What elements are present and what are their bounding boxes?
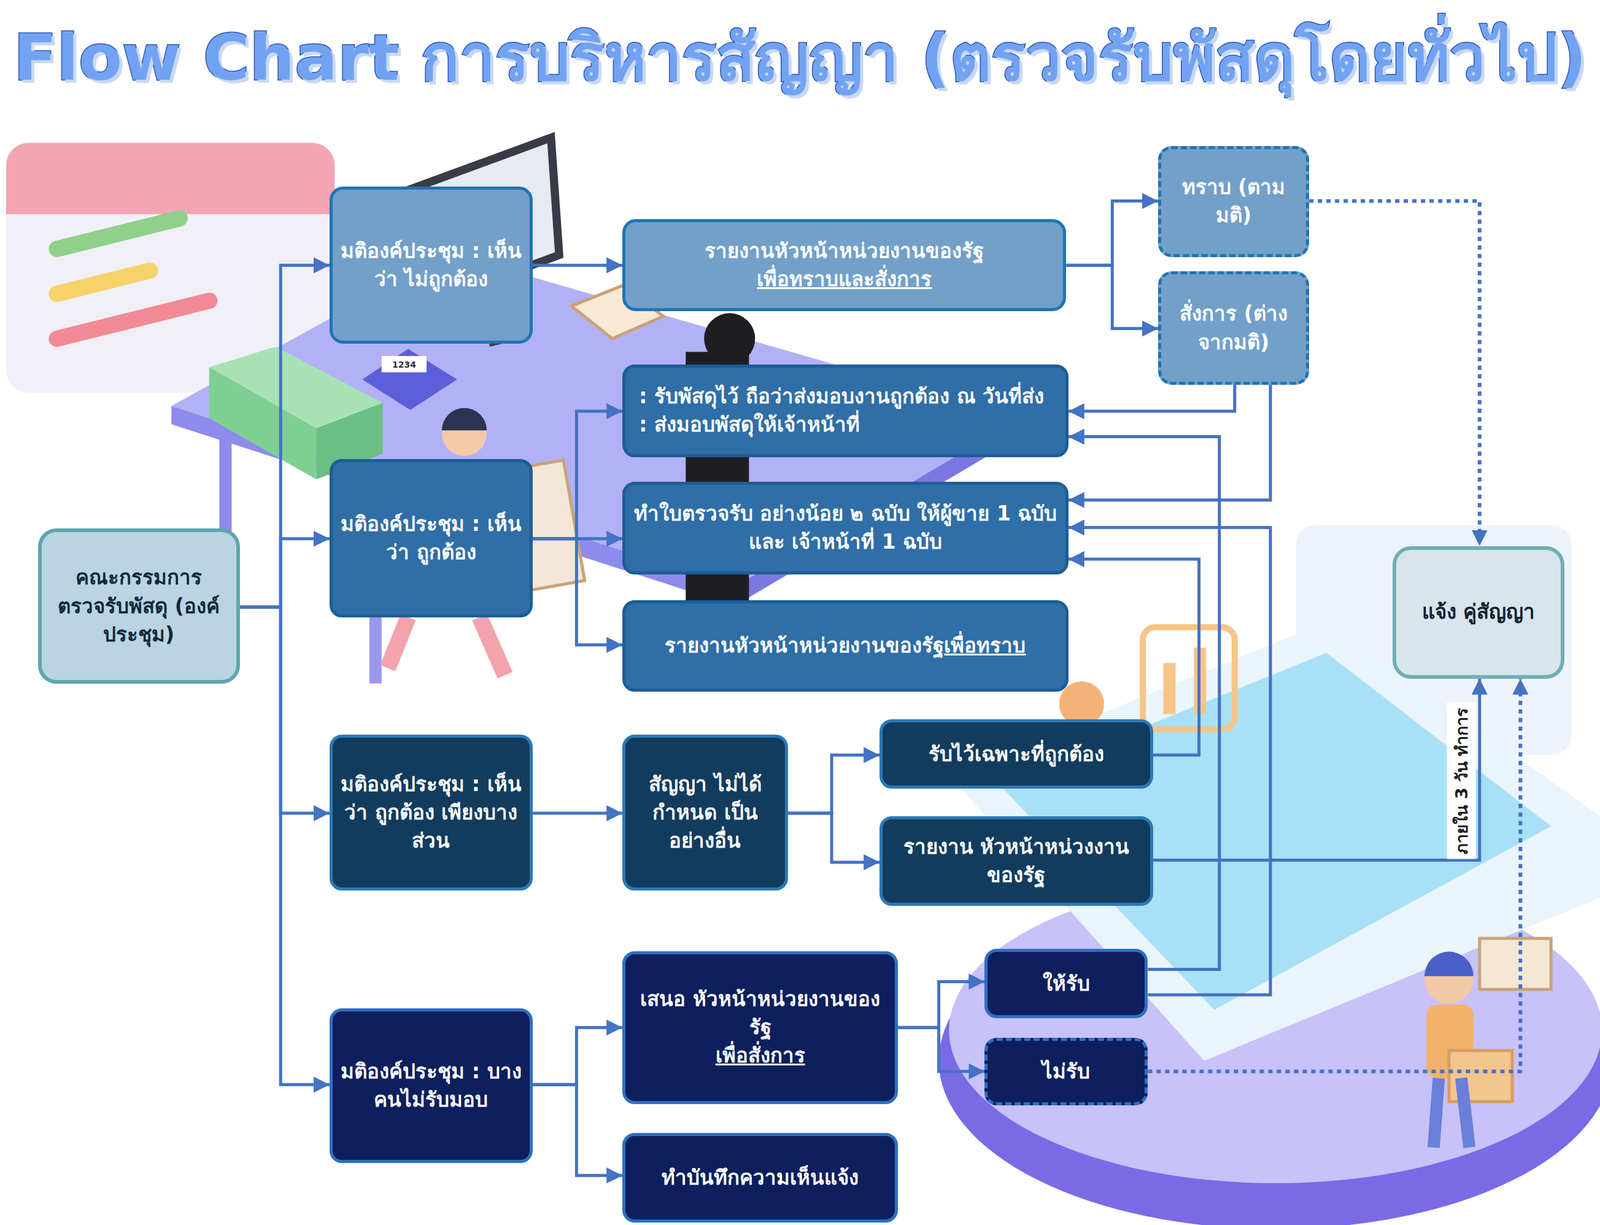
connector xyxy=(532,263,623,267)
process-box: รายงานหัวหน้าหน่วยงานของรัฐเพื่อทราบและส… xyxy=(622,219,1067,312)
desk-leg xyxy=(219,420,232,543)
option-box: ไม่รับ xyxy=(984,1037,1148,1106)
connector xyxy=(532,1027,623,1085)
node-text: เพื่อทราบและสั่งการ xyxy=(756,265,932,294)
connector xyxy=(1066,265,1159,329)
person-leg xyxy=(1461,1078,1470,1148)
node-text: คณะกรรมการ ตรวจรับพัสดุ (องค์ประชุม) xyxy=(49,563,229,649)
node-text: รับไว้เฉพาะที่ถูกต้อง xyxy=(928,740,1105,769)
process-box: ทำใบตรวจรับ อย่างน้อย ๒ ฉบับ ให้ผู้ขาย 1… xyxy=(622,481,1069,575)
bar-green xyxy=(47,208,190,259)
title: Flow Chart การบริหารสัญญา (ตรวจรับพัสดุโ… xyxy=(13,18,1587,98)
connector xyxy=(239,265,330,607)
calculator xyxy=(362,348,458,410)
decision-box: มติองค์ประชุม : เห็นว่า ถูกต้อง xyxy=(329,459,533,618)
node-text: มติองค์ประชุม : เห็นว่า ไม่ถูกต้อง xyxy=(340,236,523,294)
decision-box: มติองค์ประชุม : เห็นว่า ถูกต้อง เพียงบาง… xyxy=(329,734,533,891)
person-leg xyxy=(1433,1078,1439,1148)
connector xyxy=(788,754,881,814)
connector xyxy=(532,411,623,539)
start-box: คณะกรรมการ ตรวจรับพัสดุ (องค์ประชุม) xyxy=(38,528,240,684)
connector xyxy=(788,813,881,863)
connector xyxy=(239,538,330,607)
node-text: แจ้ง คู่สัญญา xyxy=(1422,597,1536,627)
node-text: ทำใบตรวจรับ อย่างน้อย ๒ ฉบับ ให้ผู้ขาย 1… xyxy=(632,499,1059,557)
node-text: ไม่รับ xyxy=(1042,1057,1090,1086)
node-text: มติองค์ประชุม : เห็นว่า ถูกต้อง xyxy=(340,510,523,567)
process-box: เสนอ หัวหน้าหน่วยงานของรัฐเพื่อสั่งการ xyxy=(622,951,898,1105)
node-text: รายงานหัวหน้าหน่วยงานของรัฐ xyxy=(664,631,944,660)
connector xyxy=(1309,201,1480,547)
node-text: รายงาน หัวหน้าหน่วงงานของรัฐ xyxy=(889,832,1143,890)
person-leg xyxy=(387,616,409,668)
connector xyxy=(1068,384,1235,412)
end-box: แจ้ง คู่สัญญา xyxy=(1392,546,1564,679)
node-text: สัญญา ไม่ได้กำหนด เป็นอย่างอื่น xyxy=(632,770,777,856)
node-text: สั่งการ (ต่างจากมติ) xyxy=(1168,299,1299,356)
node-text: ให้รับ xyxy=(1042,969,1090,998)
node-text: เสนอ หัวหน้าหน่วยงานของรัฐ xyxy=(632,985,888,1042)
connector xyxy=(532,538,623,646)
bar-yellow xyxy=(47,260,161,304)
connector xyxy=(239,606,330,814)
option-box: ทราบ (ตามมติ) xyxy=(1158,146,1310,258)
connector xyxy=(897,1027,985,1071)
node-text: เพื่อสั่งการ xyxy=(715,1041,806,1070)
node-text: รายงานหัวหน้าหน่วยงานของรัฐ xyxy=(704,236,984,266)
decision-box: มติองค์ประชุม : บางคนไม่รับมอบ xyxy=(329,1008,533,1164)
node-text: มติองค์ประชุม : บางคนไม่รับมอบ xyxy=(340,1057,523,1114)
decision-box: มติองค์ประชุม : เห็นว่า ไม่ถูกต้อง xyxy=(329,186,533,344)
device-display-text: 1234 xyxy=(392,359,417,370)
node-text: ทำบันทึกความเห็นแจ้ง xyxy=(661,1163,859,1192)
node-text: ทราบ (ตามมติ) xyxy=(1168,173,1299,230)
title-row: Flow Chart การบริหารสัญญา (ตรวจรับพัสดุโ… xyxy=(0,18,1600,98)
person-leg xyxy=(479,616,506,676)
edge-label: ภายใน 3 วัน ทำการ xyxy=(1446,702,1476,859)
process-box: รายงาน หัวหน้าหน่วงงานของรัฐ xyxy=(879,816,1154,906)
person-hair xyxy=(1424,951,1474,977)
chart-bar xyxy=(1163,662,1176,714)
node-text: : ส่งมอบพัสดุให้เจ้าหน้าที่ xyxy=(638,410,860,439)
connector xyxy=(1153,678,1480,861)
calculator-display xyxy=(381,355,427,373)
process-box: รับไว้เฉพาะที่ถูกต้อง xyxy=(879,719,1154,789)
connector xyxy=(239,606,330,1085)
person-hair xyxy=(441,408,487,431)
condition-box: สัญญา ไม่ได้กำหนด เป็นอย่างอื่น xyxy=(622,734,788,891)
connector xyxy=(532,811,623,816)
node-text: เพื่อทราบ xyxy=(943,631,1026,660)
connector xyxy=(1066,201,1159,266)
process-box: : รับพัสดุไว้ ถือว่าส่งมอบงานถูกต้อง ณ ว… xyxy=(622,364,1069,458)
clipboard xyxy=(1479,938,1551,990)
option-box: ให้รับ xyxy=(984,948,1148,1019)
standing-person-head xyxy=(703,313,755,364)
connector xyxy=(1068,384,1271,501)
process-box: รายงานหัวหน้าหน่วยงานของรัฐเพื่อทราบ xyxy=(622,600,1069,693)
option-box: สั่งการ (ต่างจากมติ) xyxy=(1158,271,1310,385)
connector xyxy=(1147,678,1521,1072)
bar-red xyxy=(47,290,220,349)
window-header xyxy=(6,142,335,215)
connector xyxy=(532,1084,623,1176)
connector xyxy=(897,981,985,1028)
money-stack xyxy=(209,367,317,480)
node-text: มติองค์ประชุม : เห็นว่า ถูกต้อง เพียงบาง… xyxy=(340,770,523,856)
process-box: ทำบันทึกความเห็นแจ้ง xyxy=(622,1132,898,1223)
node-text: : รับพัสดุไว้ ถือว่าส่งมอบงานถูกต้อง ณ ว… xyxy=(638,382,1044,411)
